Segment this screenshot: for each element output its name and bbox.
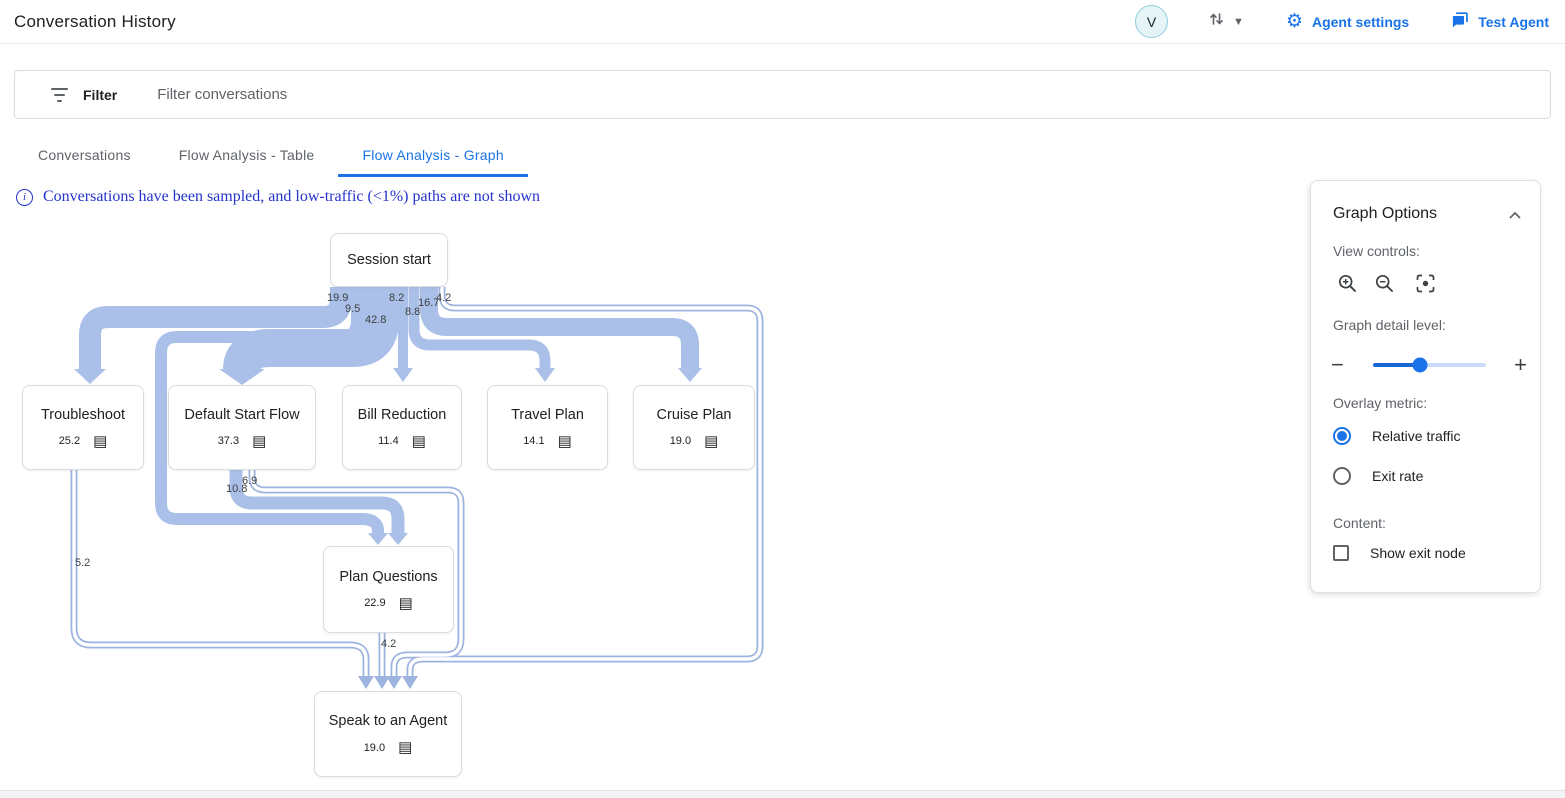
edge-label: 16.7: [418, 297, 440, 309]
radio-icon: [1333, 427, 1351, 445]
sampling-notice-text: Conversations have been sampled, and low…: [43, 188, 541, 205]
node-title: Session start: [347, 252, 431, 268]
view-controls-label: View controls:: [1333, 243, 1420, 259]
radio-label: Exit rate: [1372, 468, 1424, 484]
agent-settings-label: Agent settings: [1311, 13, 1410, 30]
sampling-notice: i Conversations have been sampled, and l…: [16, 188, 540, 206]
node-details-table-icon[interactable]: ▤: [252, 432, 267, 450]
test-agent-button[interactable]: Test Agent: [1451, 11, 1549, 32]
flow-node-bill-reduction[interactable]: Bill Reduction 11.4 ▤: [342, 385, 462, 470]
graph-options-title: Graph Options: [1333, 205, 1438, 222]
center-graph-icon[interactable]: [1415, 273, 1436, 294]
node-details-table-icon[interactable]: ▤: [93, 432, 108, 450]
sort-arrows-icon: [1208, 10, 1226, 33]
zoom-in-icon[interactable]: [1337, 273, 1358, 294]
edge-label: 5.2: [75, 557, 91, 569]
decrease-detail-button[interactable]: −: [1331, 352, 1344, 377]
agent-settings-button[interactable]: ⚙ Agent settings: [1286, 12, 1409, 31]
chevron-down-icon: ▼: [1233, 15, 1244, 28]
collapse-panel-button[interactable]: [1508, 207, 1522, 225]
page-title: Conversation History: [14, 11, 176, 31]
top-bar: Conversation History V ▼ ⚙ Agent setting…: [0, 0, 1565, 44]
node-traffic-value: 37.3: [217, 435, 240, 447]
flow-node-travel-plan[interactable]: Travel Plan 14.1 ▤: [487, 385, 608, 470]
avatar-initial: V: [1146, 13, 1157, 30]
zoom-out-icon[interactable]: [1374, 273, 1395, 294]
tab-bar: Conversations Flow Analysis - Table Flow…: [14, 133, 528, 177]
avatar[interactable]: V: [1135, 5, 1169, 38]
info-icon: i: [16, 188, 33, 206]
detail-level-label: Graph detail level:: [1333, 317, 1446, 333]
tab-flow-analysis-graph[interactable]: Flow Analysis - Graph: [338, 133, 528, 177]
node-title: Travel Plan: [511, 406, 584, 423]
edge-label: 9.5: [345, 303, 361, 315]
flow-node-default-start-flow[interactable]: Default Start Flow 37.3 ▤: [168, 385, 316, 470]
sort-control[interactable]: ▼: [1208, 10, 1244, 33]
checkbox-icon[interactable]: [1333, 545, 1349, 561]
detail-level-slider-row: − +: [1331, 351, 1527, 379]
node-traffic-value: 14.1: [523, 435, 545, 447]
node-title: Speak to an Agent: [328, 713, 448, 729]
chat-icon: [1451, 11, 1469, 32]
node-details-table-icon[interactable]: ▤: [398, 594, 413, 612]
test-agent-label: Test Agent: [1478, 13, 1549, 30]
node-details-table-icon[interactable]: ▤: [411, 432, 426, 450]
node-details-table-icon[interactable]: ▤: [398, 739, 413, 756]
flow-node-session-start[interactable]: Session start: [330, 233, 448, 287]
edge-label: 4.2: [381, 638, 397, 650]
filter-conversations-input[interactable]: Filter conversations: [157, 86, 288, 103]
edge-label: 19.9: [327, 292, 349, 304]
horizontal-scrollbar[interactable]: [0, 790, 1565, 798]
chevron-up-icon: [1509, 211, 1521, 219]
edge-label: 4.2: [436, 292, 452, 304]
radio-relative-traffic[interactable]: Relative traffic: [1333, 427, 1460, 445]
show-exit-node-checkbox-row[interactable]: Show exit node: [1333, 545, 1466, 561]
flow-node-speak-to-an-agent[interactable]: Speak to an Agent 19.0 ▤: [314, 691, 462, 777]
node-title: Plan Questions: [339, 568, 438, 585]
flow-node-cruise-plan[interactable]: Cruise Plan 19.0 ▤: [633, 385, 755, 470]
edge-label: 6.9: [242, 475, 258, 487]
edge-label: 42.8: [365, 314, 387, 326]
flow-node-troubleshoot[interactable]: Troubleshoot 25.2 ▤: [22, 385, 144, 470]
filter-bar[interactable]: Filter Filter conversations: [14, 70, 1551, 119]
radio-exit-rate[interactable]: Exit rate: [1333, 467, 1423, 485]
node-traffic-value: 25.2: [58, 435, 81, 447]
detail-level-slider[interactable]: [1372, 357, 1486, 373]
node-title: Default Start Flow: [184, 406, 300, 423]
node-details-table-icon[interactable]: ▤: [557, 432, 572, 450]
radio-icon: [1333, 467, 1351, 485]
tab-flow-analysis-table[interactable]: Flow Analysis - Table: [178, 147, 315, 163]
node-title: Troubleshoot: [40, 406, 126, 423]
overlay-metric-label: Overlay metric:: [1333, 395, 1428, 411]
node-traffic-value: 19.0: [669, 435, 692, 447]
edge-label: 8.2: [389, 292, 405, 304]
filter-label: Filter: [83, 86, 118, 103]
node-traffic-value: 19.0: [363, 741, 386, 754]
tab-conversations[interactable]: Conversations: [38, 147, 131, 163]
edge-label: 10.8: [226, 483, 248, 495]
checkbox-label: Show exit node: [1370, 545, 1466, 561]
node-title: Bill Reduction: [357, 406, 447, 423]
top-bar-actions: V ▼ ⚙ Agent settings: [1135, 5, 1549, 38]
node-traffic-value: 11.4: [378, 435, 399, 447]
filter-icon: [51, 87, 68, 102]
edge-label: 8.8: [405, 306, 421, 318]
increase-detail-button[interactable]: +: [1514, 352, 1527, 377]
node-traffic-value: 22.9: [364, 597, 386, 609]
radio-label: Relative traffic: [1372, 428, 1461, 444]
gear-icon: ⚙: [1285, 11, 1303, 32]
node-details-table-icon[interactable]: ▤: [704, 432, 719, 450]
content-label: Content:: [1333, 515, 1386, 531]
node-title: Cruise Plan: [656, 406, 732, 423]
flow-node-plan-questions[interactable]: Plan Questions 22.9 ▤: [323, 546, 454, 633]
slider-thumb[interactable]: [1412, 357, 1428, 373]
view-controls: [1337, 273, 1436, 294]
graph-options-panel: Graph Options View controls:: [1310, 180, 1541, 593]
